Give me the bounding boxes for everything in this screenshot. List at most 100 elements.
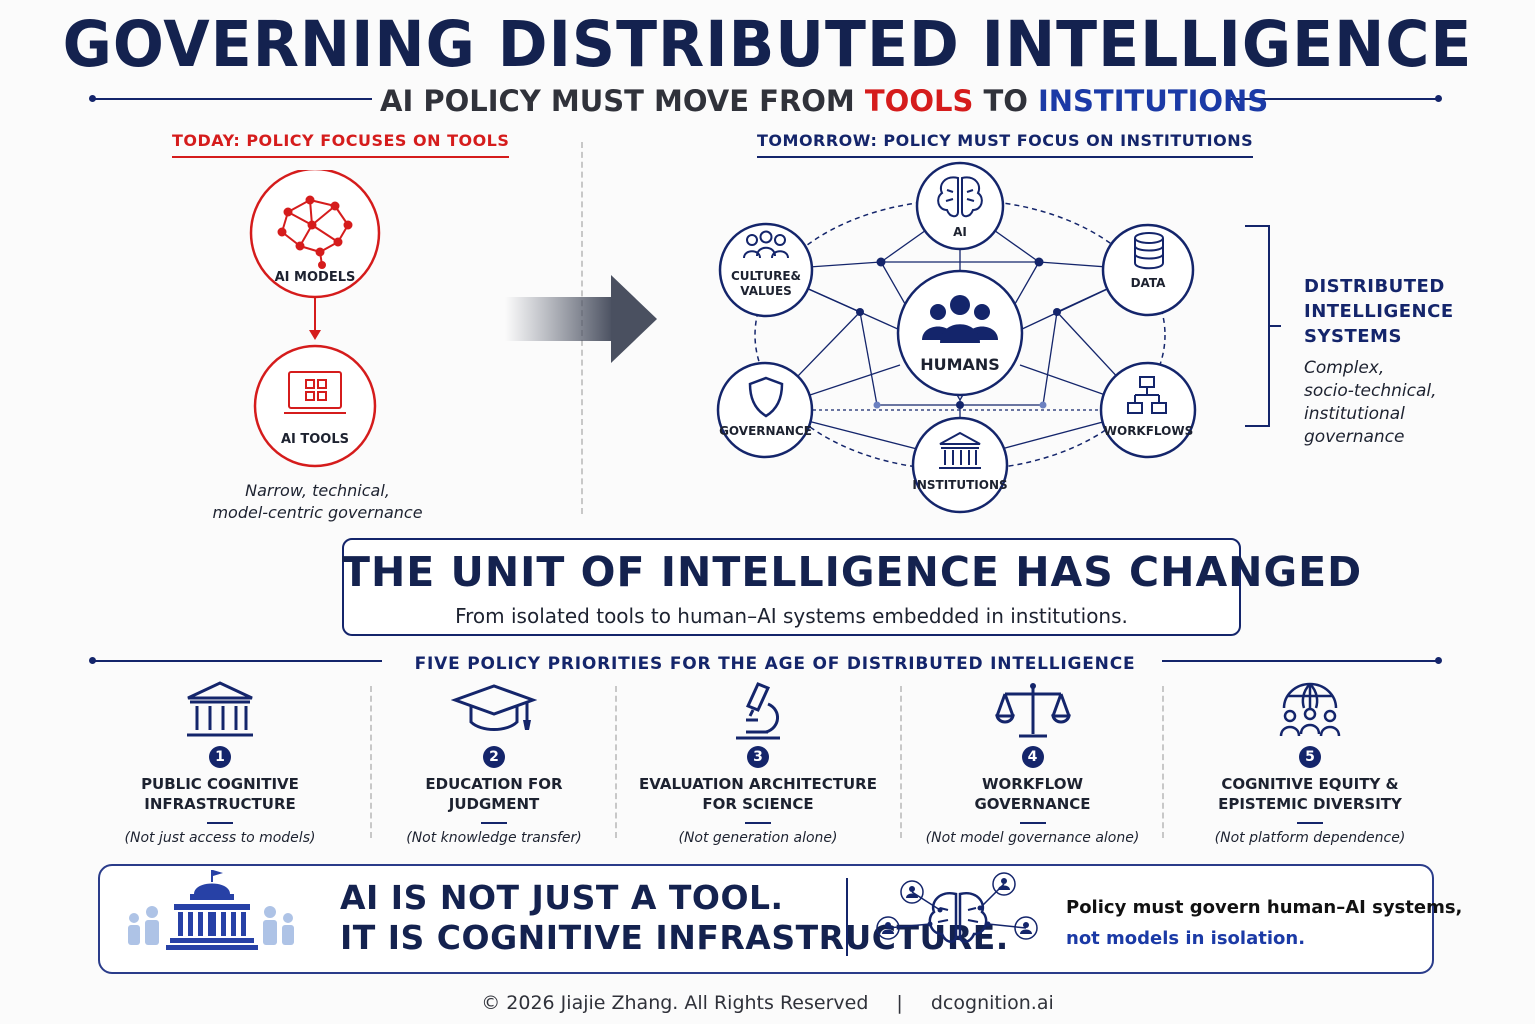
- priority-number: 3: [747, 746, 769, 768]
- culture-values-node: [718, 222, 814, 318]
- priority-title-line2: FOR SCIENCE: [702, 795, 814, 813]
- priority-item-4: 4 WORKFLOW GOVERNANCE (Not model governa…: [905, 680, 1160, 846]
- side-caption-line2: socio-technical,: [1304, 381, 1437, 401]
- priority-note: (Not just access to models): [124, 830, 316, 846]
- priority-separator: [1162, 686, 1164, 838]
- humans-node-label: HUMANS: [920, 355, 1000, 374]
- microscope-icon: [736, 682, 780, 740]
- ai-node-label: AI: [953, 225, 967, 239]
- priority-number: 4: [1021, 746, 1044, 768]
- subtitle-tools-word: TOOLS: [864, 84, 974, 118]
- today-caption-line2: model-centric governance: [212, 503, 423, 522]
- bottom-divider: [846, 878, 848, 956]
- priority-number: 5: [1299, 746, 1321, 768]
- priority-title-line2: GOVERNANCE: [974, 795, 1091, 813]
- priority-title-line1: WORKFLOW: [981, 775, 1084, 793]
- priority-title-line1: PUBLIC COGNITIVE: [141, 775, 299, 793]
- side-caption-line4: governance: [1304, 427, 1405, 447]
- priority-item-1: 1 PUBLIC COGNITIVE INFRASTRUCTURE (Not j…: [100, 680, 340, 846]
- priority-number: 1: [209, 746, 231, 768]
- people-group-icon: [743, 230, 789, 259]
- bottom-line1: AI IS NOT JUST A TOOL.: [340, 878, 784, 917]
- subtitle-rule-right: [1228, 98, 1438, 100]
- subtitle-rule-left-dot: [89, 95, 96, 102]
- bottom-right-line1: Policy must govern human–AI systems,: [1066, 897, 1463, 918]
- priority-title-line1: EDUCATION FOR: [425, 775, 563, 793]
- bottom-banner: [98, 864, 1434, 974]
- capitol-building-icon: [128, 870, 294, 950]
- culture-node-label: CULTURE& VALUES: [720, 269, 812, 299]
- ai-models-label: AI MODELS: [274, 270, 356, 285]
- unit-title: THE UNIT OF INTELLIGENCE HAS CHANGED: [342, 548, 1363, 596]
- footer-separator: |: [896, 992, 903, 1014]
- subtitle: AI POLICY MUST MOVE FROM TOOLS TO INSTIT…: [380, 84, 1268, 118]
- priorities-rule-left: [92, 660, 382, 662]
- brain-network-icon: [277, 195, 353, 269]
- workflows-node-label: WORKFLOWS: [1103, 424, 1194, 438]
- priority-separator: [615, 686, 617, 838]
- tomorrow-label: TOMORROW: POLICY MUST FOCUS ON INSTITUTI…: [757, 131, 1254, 158]
- priority-title-line2: INFRASTRUCTURE: [144, 795, 296, 813]
- side-caption-line1: Complex,: [1304, 358, 1385, 378]
- priority-separator: [370, 686, 372, 838]
- footer-copyright: © 2026 Jiajie Zhang. All Rights Reserved: [481, 992, 869, 1014]
- institution-network-diagram: [716, 161, 1197, 514]
- brain-icon: [937, 176, 983, 218]
- institutions-node-label: INSTITUTIONS: [912, 478, 1008, 492]
- subtitle-institutions-word: INSTITUTIONS: [1037, 84, 1269, 118]
- culture-label-line1: CULTURE&: [730, 269, 802, 283]
- today-diagram: [249, 170, 381, 468]
- today-caption: Narrow, technical, model-centric governa…: [190, 480, 445, 524]
- institution-columns-icon: [187, 681, 253, 737]
- bottom-right-line2: not models in isolation.: [1066, 928, 1306, 949]
- unit-subtitle: From isolated tools to human–AI systems …: [455, 604, 1128, 628]
- side-caption-line3: institutional: [1304, 404, 1405, 424]
- bottom-main-text: AI IS NOT JUST A TOOL. IT IS COGNITIVE I…: [340, 878, 1009, 958]
- priority-title-line2: EPISTEMIC DIVERSITY: [1218, 795, 1402, 813]
- side-title: DISTRIBUTED INTELLIGENCE SYSTEMS: [1304, 274, 1454, 349]
- priority-item-3: 3 EVALUATION ARCHITECTURE FOR SCIENCE (N…: [618, 680, 898, 846]
- governance-node-label: GOVERNANCE: [719, 424, 812, 438]
- subtitle-prefix: AI POLICY MUST MOVE FROM: [380, 84, 865, 118]
- priorities-title: FIVE POLICY PRIORITIES FOR THE AGE OF DI…: [414, 654, 1136, 674]
- footer-site-link[interactable]: dcognition.ai: [930, 992, 1054, 1014]
- today-label: TODAY: POLICY FOCUSES ON TOOLS: [172, 131, 510, 158]
- priority-number: 2: [483, 746, 505, 768]
- culture-label-line2: VALUES: [740, 284, 792, 298]
- footer: © 2026 Jiajie Zhang. All Rights Reserved…: [0, 992, 1535, 1014]
- graduation-cap-icon: [450, 684, 538, 731]
- systems-bracket: [1245, 225, 1281, 427]
- side-title-line2: INTELLIGENCE: [1304, 301, 1454, 322]
- tomorrow-label-text: TOMORROW: POLICY MUST FOCUS ON INSTITUTI…: [757, 131, 1254, 150]
- ai-node: [915, 161, 1005, 251]
- scales-icon: [994, 683, 1071, 738]
- laptop-icon: [284, 371, 346, 414]
- brain-network-people-icon: [876, 872, 1038, 943]
- bottom-line2: IT IS COGNITIVE INFRASTRUCTURE.: [340, 918, 1009, 957]
- bottom-right-text: Policy must govern human–AI systems, not…: [1066, 892, 1462, 954]
- subtitle-rule-left: [92, 98, 372, 100]
- shield-icon: [748, 376, 784, 418]
- priorities-rule-left-dot: [89, 657, 96, 664]
- institution-building-icon: [939, 431, 981, 469]
- today-caption-line1: Narrow, technical,: [245, 481, 390, 500]
- data-node-label: DATA: [1130, 276, 1166, 290]
- subtitle-rule-right-dot: [1435, 95, 1442, 102]
- side-caption: Complex, socio-technical, institutional …: [1304, 357, 1437, 449]
- ai-tools-circle: [253, 344, 377, 468]
- priority-item-5: 5 COGNITIVE EQUITY & EPISTEMIC DIVERSITY…: [1170, 680, 1450, 846]
- priority-title-line2: JUDGMENT: [448, 795, 540, 813]
- ai-tools-label: AI TOOLS: [280, 432, 350, 447]
- data-node: [1101, 223, 1195, 317]
- workflows-node: [1099, 361, 1197, 459]
- transition-arrow-icon: [505, 275, 657, 363]
- page-title: GOVERNING DISTRIBUTED INTELLIGENCE: [62, 8, 1473, 82]
- globe-people-icon: [1279, 682, 1341, 737]
- today-label-text: TODAY: POLICY FOCUSES ON TOOLS: [172, 131, 510, 150]
- humans-group-icon: [922, 295, 998, 343]
- governance-node: [716, 361, 814, 459]
- priority-separator: [900, 686, 902, 838]
- ai-models-circle: [249, 170, 381, 299]
- workflow-hierarchy-icon: [1127, 376, 1167, 414]
- priority-note: (Not platform dependence): [1214, 830, 1406, 846]
